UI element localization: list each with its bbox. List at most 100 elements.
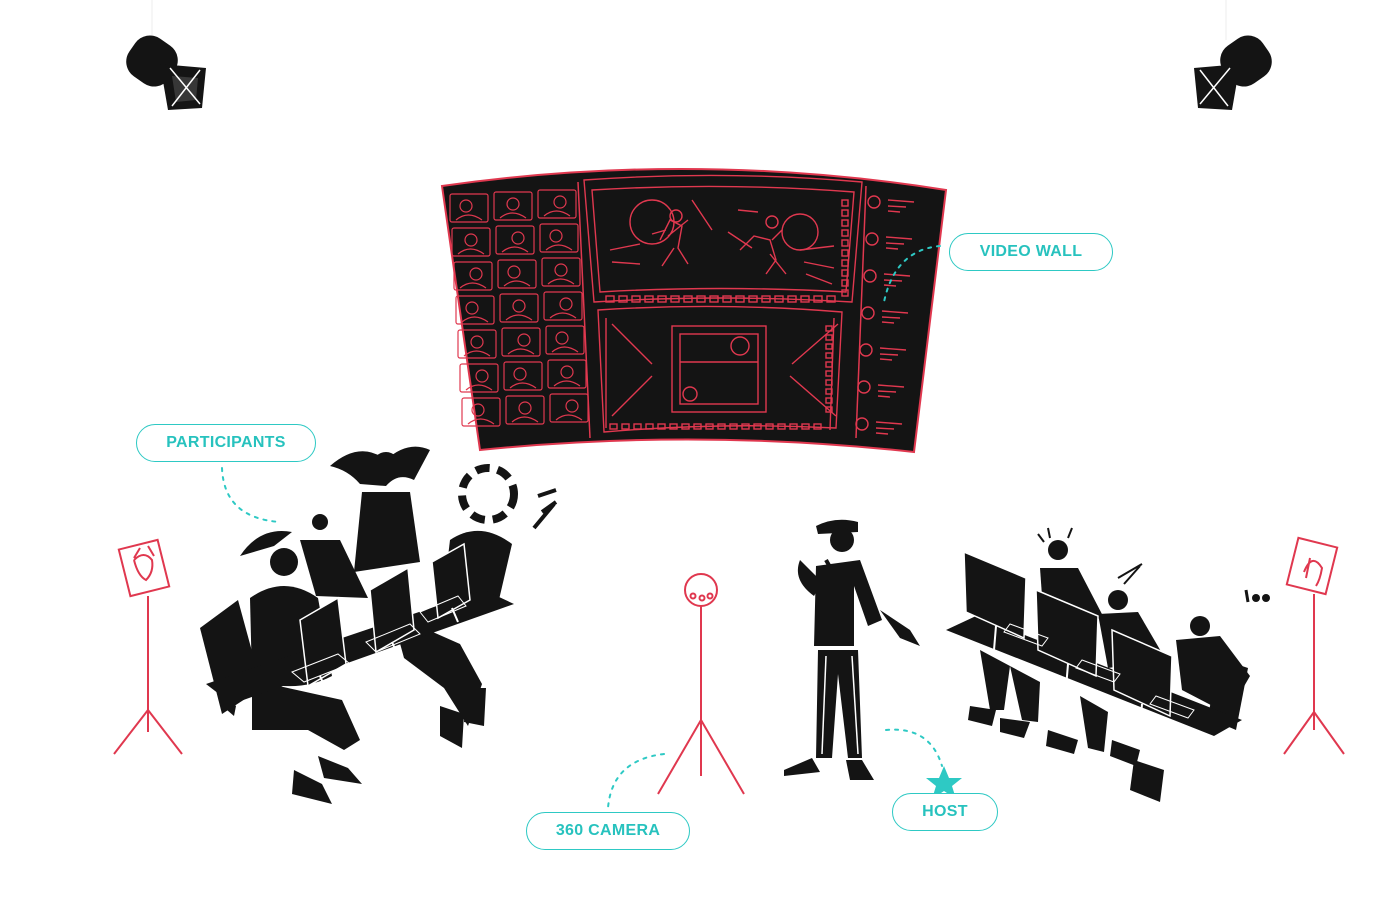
video-wall-connector <box>883 245 941 303</box>
ruler-tick <box>657 423 666 430</box>
ruler-tick <box>841 239 849 247</box>
ruler-tick <box>841 209 849 217</box>
participants-label: PARTICIPANTS <box>136 424 316 462</box>
video-thumbnail <box>501 327 541 357</box>
ruler-tick <box>789 423 798 430</box>
video-thumbnail <box>545 325 585 355</box>
ruler-tick <box>841 249 849 257</box>
ruler-tick <box>722 295 732 303</box>
star-icon <box>926 766 962 799</box>
video-wall-label: VIDEO WALL <box>949 233 1113 271</box>
ruler-tick <box>644 295 654 303</box>
ruler-tick <box>787 295 797 303</box>
video-thumbnail <box>539 223 579 253</box>
video-thumbnail <box>497 259 537 289</box>
ruler-tick <box>631 295 641 303</box>
panel-row <box>859 343 907 361</box>
video-thumbnail <box>493 191 533 221</box>
ruler-tick <box>841 279 849 287</box>
monitor-icon <box>963 550 1173 729</box>
ruler-tick <box>753 423 762 430</box>
video-wall-main-screen <box>583 174 863 433</box>
video-thumbnail <box>495 225 535 255</box>
participant-sign-right <box>1283 536 1345 755</box>
ruler-tick <box>681 423 690 430</box>
ruler-tick <box>717 423 726 430</box>
host-connector <box>885 728 943 767</box>
ruler-tick <box>825 352 833 359</box>
video-thumbnail <box>453 261 493 291</box>
ruler-tick <box>709 295 719 303</box>
ruler-tick <box>669 423 678 430</box>
panel-row <box>865 232 913 250</box>
ruler-tick <box>825 379 833 386</box>
video-thumbnail <box>449 193 489 223</box>
host-figure <box>784 519 920 780</box>
video-wall-thumbnails <box>449 189 589 427</box>
ruler-tick <box>841 199 849 207</box>
ruler-tick <box>825 343 833 350</box>
ruler-tick <box>801 423 810 430</box>
ruler-tick <box>729 423 738 430</box>
ruler-tick <box>825 388 833 395</box>
ruler-tick <box>841 289 849 297</box>
ruler-tick <box>765 423 774 430</box>
host-label: HOST <box>892 793 998 831</box>
ruler-tick <box>825 370 833 377</box>
ruler-tick <box>800 295 810 303</box>
video-thumbnail <box>459 363 499 393</box>
camera-360 <box>657 573 745 795</box>
video-thumbnail <box>461 397 501 427</box>
ruler-tick <box>748 295 758 303</box>
camera-360-label: 360 CAMERA <box>526 812 690 850</box>
ruler-tick <box>841 259 849 267</box>
ruler-tick <box>826 295 836 303</box>
video-thumbnail <box>541 257 581 287</box>
video-thumbnail <box>543 291 583 321</box>
spotlight-right-icon <box>1194 0 1272 110</box>
participants-team-right <box>946 527 1270 802</box>
ruler-tick <box>825 397 833 404</box>
ruler-tick <box>618 295 628 303</box>
spotlight-left-icon <box>126 0 206 110</box>
panel-row <box>861 306 909 324</box>
video-wall <box>440 167 948 454</box>
camera-360-connector <box>607 753 665 809</box>
video-thumbnail <box>455 295 495 325</box>
video-thumbnail <box>499 293 539 323</box>
ruler-tick <box>841 269 849 277</box>
video-thumbnail <box>451 227 491 257</box>
participant-sign-left <box>113 538 183 755</box>
ruler-tick <box>841 229 849 237</box>
ruler-tick <box>825 361 833 368</box>
ruler-tick <box>609 423 618 430</box>
participants-team-left <box>200 446 558 804</box>
ruler-tick <box>825 325 833 332</box>
ruler-tick <box>813 295 823 303</box>
ruler-tick <box>621 423 630 430</box>
ruler-tick <box>841 219 849 227</box>
ruler-tick <box>777 423 786 430</box>
video-thumbnail <box>537 189 577 219</box>
video-thumbnail <box>503 361 543 391</box>
video-thumbnail <box>547 359 587 389</box>
ruler-tick <box>693 423 702 430</box>
ruler-tick <box>761 295 771 303</box>
ruler-tick <box>633 423 642 430</box>
ruler-tick <box>825 334 833 341</box>
ruler-tick <box>813 423 822 430</box>
ruler-tick <box>670 295 680 303</box>
video-thumbnail <box>457 329 497 359</box>
panel-row <box>863 269 911 287</box>
ruler-tick <box>774 295 784 303</box>
ruler-tick <box>735 295 745 303</box>
panel-row <box>867 195 915 213</box>
ruler-tick <box>645 423 654 430</box>
ruler-tick <box>696 295 706 303</box>
ruler-tick <box>657 295 667 303</box>
ruler-tick <box>825 406 833 413</box>
ruler-tick <box>683 295 693 303</box>
ruler-tick <box>605 295 615 303</box>
participants-connector <box>221 467 281 523</box>
